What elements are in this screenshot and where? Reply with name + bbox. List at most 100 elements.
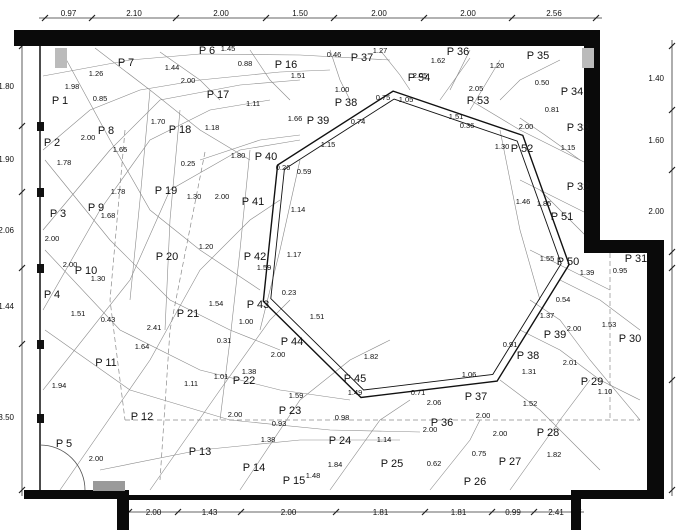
panel-label: P 26 [464,476,486,488]
panel-label: P 13 [189,446,211,458]
panel-label: P 37 [465,391,487,403]
dimension-tick [668,106,676,114]
seam-length-label: 1.01 [214,372,229,381]
wall-segment [647,240,664,490]
seam-length-label: 0.62 [427,459,442,468]
seam-length-label: 2.00 [81,133,96,142]
seam-length-label: 1.51 [71,309,86,318]
seam-length-label: 0.59 [297,167,312,176]
panel-seam [329,49,351,101]
dimension-label: 2.00 [460,9,476,18]
dimension-tick [172,14,180,22]
panel-seam [259,159,301,331]
panel-label: P 40 [255,151,277,163]
seam-length-label: 0.36 [460,121,475,130]
panel-seam [59,199,281,491]
seam-length-label: 2.00 [89,454,104,463]
seam-length-label: 1.51 [310,312,325,321]
seam-length-label: 0.50 [535,78,550,87]
seam-length-label: 1.17 [287,250,302,259]
seam-length-label: 2.06 [427,398,442,407]
dimension-tick [420,14,428,22]
seam-length-label: 1.20 [199,242,214,251]
dimension-label: 2.10 [126,9,142,18]
seam-length-label: 0.81 [545,105,560,114]
seam-length-label: 1.15 [321,140,336,149]
panel-label: P 11 [95,357,117,369]
seam-length-label: 1.78 [111,187,126,196]
seam-length-label: 1.30 [187,192,202,201]
dimension-tick [668,264,676,272]
seam-length-label: 1.48 [306,471,321,480]
seam-length-label: 1.00 [335,85,350,94]
dimension-tick [668,42,676,50]
seam-length-label: 1.98 [65,82,80,91]
vent-grille [55,48,67,68]
wall-anchor-marker [37,414,44,423]
seam-length-label: 2.00 [271,350,286,359]
dimension-label: 1.90 [0,155,15,164]
seam-length-label: 1.80 [231,151,246,160]
seam-length-label: 1.53 [602,320,617,329]
panel-label: P 29 [581,376,603,388]
door-threshold [93,481,125,491]
panel-seam [219,149,251,421]
dimension-label: 2.00 [648,207,664,216]
seam-length-label: 1.30 [91,274,106,283]
panel-label: P 38 [335,97,357,109]
dimension-label: 0.99 [505,508,521,517]
panel-seam [429,419,481,491]
seam-length-label: 0.98 [335,413,350,422]
panel-label: P 16 [275,59,297,71]
panel-label: P 23 [279,405,301,417]
wall-segment [129,495,577,500]
panel-label: P 52 [511,143,533,155]
seam-length-label: 2.05 [469,84,484,93]
seam-length-label: 1.78 [57,158,72,167]
seam-length-label: 1.39 [580,268,595,277]
seam-length-label: 0.25 [181,159,196,168]
seam-length-label: 0.91 [503,340,518,349]
panel-seam [42,99,271,311]
seam-length-label: 1.30 [495,142,510,151]
panel-label: P 8 [98,125,114,137]
panel-label: P 17 [207,89,229,101]
seam-length-label: 1.44 [165,63,180,72]
seam-length-label: 2.00 [519,122,534,131]
seam-length-label: 1.10 [598,387,613,396]
panel-seam [329,399,411,491]
panel-label: P 34 [561,86,583,98]
door-swing [39,444,86,491]
seam-length-label: 0.75 [472,449,487,458]
panel-label: P 33 [567,122,589,134]
seam-length-label: 2.00 [45,234,60,243]
seam-length-label: 0.95 [613,266,628,275]
seam-length-label: 1.68 [101,211,116,220]
dimension-label: 0.97 [61,9,77,18]
panel-seam [249,49,291,101]
panel-seam [42,139,301,391]
panel-seam [519,117,581,161]
seam-length-label: 2.00 [567,324,582,333]
panel-seam [199,134,301,161]
panel-label: P 1 [52,95,68,107]
pillar-outline-inner [270,98,562,391]
seam-length-label: 1.94 [52,381,67,390]
seam-length-label: 1.05 [399,95,414,104]
seam-length-labels: 1.981.260.851.782.001.651.781.682.002.00… [45,44,628,480]
panel-label: P 39 [307,115,329,127]
seam-length-label: 1.11 [246,99,260,108]
seam-length-label: 1.46 [516,197,531,206]
wall-anchor-marker [37,264,44,273]
dimension-label: 1.50 [292,9,308,18]
seam-length-label: 1.06 [462,370,477,379]
dimension-tick [237,508,245,516]
seam-length-label: 1.59 [289,391,304,400]
seam-length-label: 1.18 [205,123,220,132]
panel-label: P 28 [537,427,559,439]
seam-length-label: 1.51 [449,112,464,121]
vent-grille [582,48,594,68]
dimension-label: 2.00 [146,508,162,517]
seam-length-label: 1.45 [221,44,236,53]
seam-length-label: 0.23 [282,288,297,297]
